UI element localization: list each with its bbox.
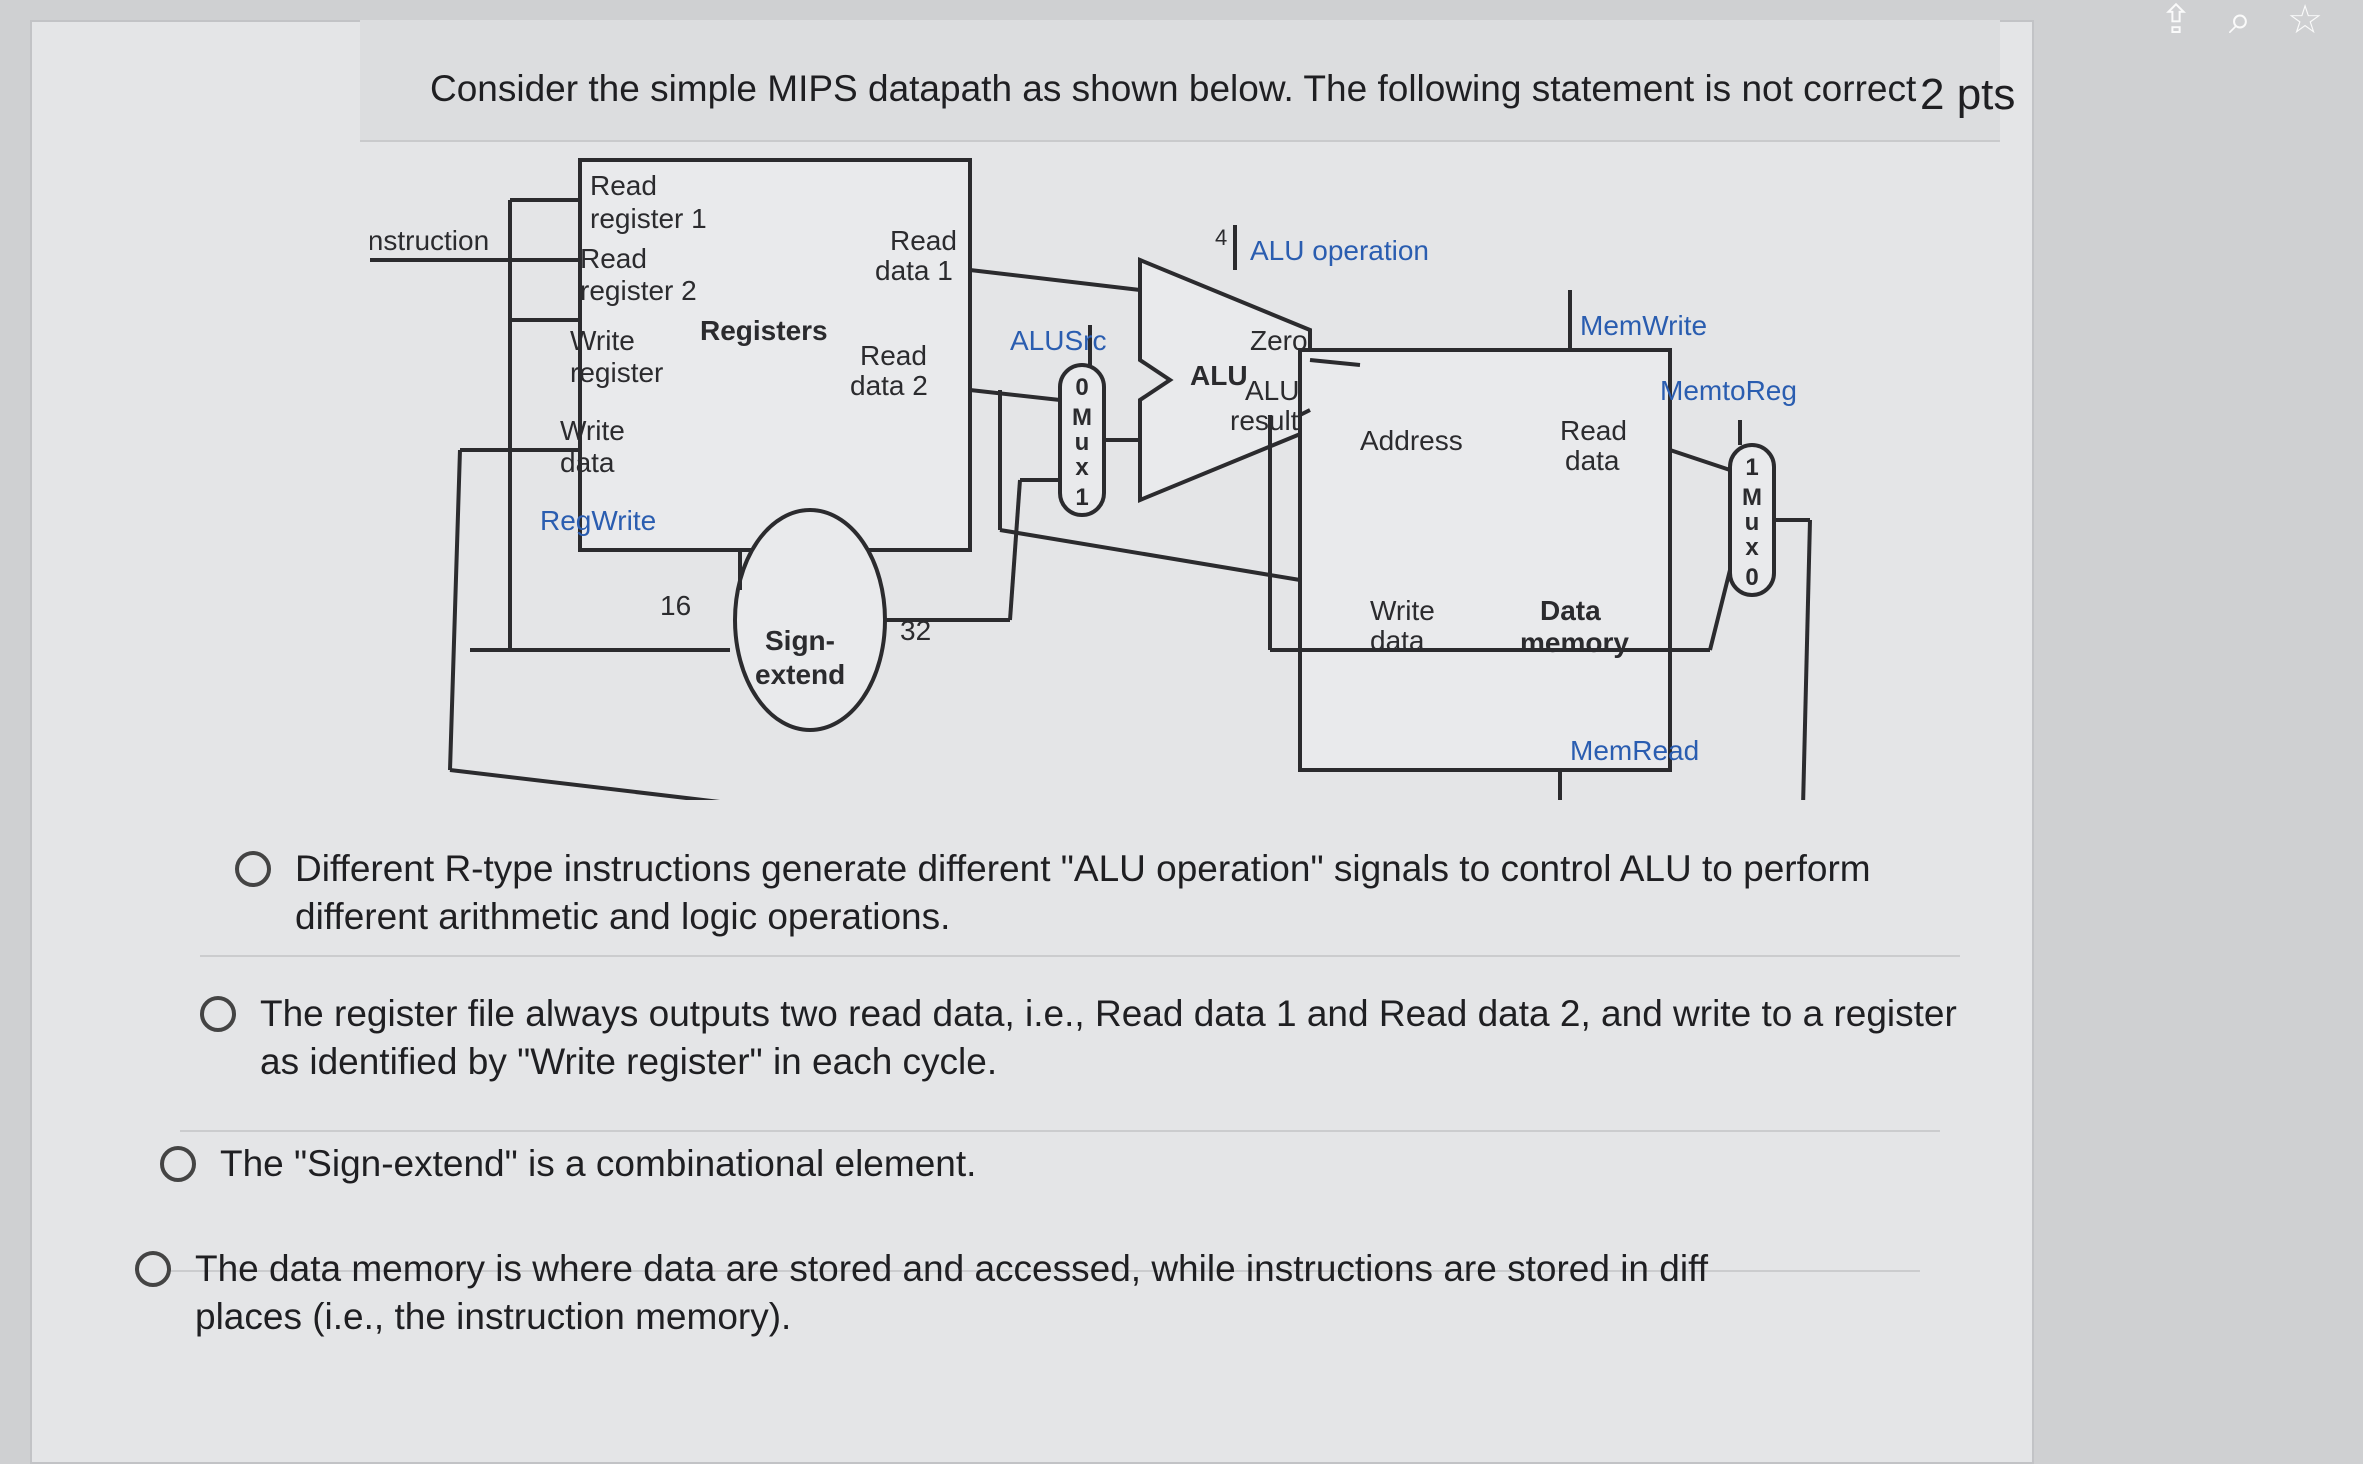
read-data-1-label-a: Read	[890, 225, 957, 256]
data-memory-label-a: Data	[1540, 595, 1601, 626]
register-file-box	[578, 158, 972, 552]
mips-datapath-diagram: Instruction Read register 1 Read registe…	[370, 158, 1812, 800]
mux-right-x: x	[1745, 534, 1759, 561]
mem-write-data-label-a: Write	[1370, 595, 1435, 626]
sign-extend-label-b: extend	[755, 659, 845, 690]
memread-label: MemRead	[1570, 735, 1699, 766]
instruction-label: Instruction	[370, 225, 489, 256]
question-card	[30, 20, 2034, 1464]
read-register-2-label-b: register 2	[580, 275, 697, 306]
toolbar: ⇪ ⌕ ☆	[2159, 0, 2323, 42]
option-4-text-line2: places (i.e., the instruction memory).	[195, 1296, 792, 1337]
option-1-text-line2: different arithmetic and logic operation…	[295, 896, 951, 937]
alu-shape	[1138, 257, 1312, 503]
answer-option-2[interactable]: The register file always outputs two rea…	[200, 990, 1957, 1086]
sixteen-label: 16	[660, 590, 691, 621]
alu-result-label-b: result	[1230, 405, 1299, 436]
mux-right-0: 0	[1745, 564, 1758, 591]
mux-left-m: M	[1072, 404, 1092, 431]
question-header	[360, 20, 2000, 142]
answer-option-4[interactable]: The data memory is where data are stored…	[135, 1245, 1708, 1341]
option-divider	[180, 1130, 1940, 1132]
regwrite-label: RegWrite	[540, 505, 656, 536]
thirtytwo-label: 32	[900, 615, 931, 646]
mux-right-u: u	[1745, 509, 1760, 536]
radio-button[interactable]	[235, 851, 271, 887]
mux-right-1: 1	[1745, 454, 1758, 481]
alu-operation-label: ALU operation	[1250, 235, 1429, 266]
points-label: 2 pts	[1920, 70, 2016, 119]
sign-extend-label-a: Sign-	[765, 625, 835, 656]
option-4-text-line1: The data memory is where data are stored…	[195, 1248, 1708, 1289]
alusrc-label: ALUSrc	[1010, 325, 1106, 356]
option-divider	[160, 1270, 1920, 1272]
search-icon[interactable]: ⌕	[2228, 0, 2252, 42]
radio-button[interactable]	[160, 1146, 196, 1182]
read-register-1-label-a: Read	[590, 170, 657, 201]
star-icon[interactable]: ☆	[2287, 0, 2323, 42]
write-register-label-a: Write	[570, 325, 635, 356]
write-register-label-b: register	[570, 357, 663, 388]
data-memory-box	[1298, 348, 1672, 772]
write-data-label-b: data	[560, 447, 615, 478]
alu-label: ALU	[1190, 360, 1248, 391]
data-memory-label-b: memory	[1520, 627, 1629, 658]
mem-write-data-label-b: data	[1370, 625, 1425, 656]
mux-right-m: M	[1742, 484, 1762, 511]
option-divider	[200, 955, 1960, 957]
question-prompt: Consider the simple MIPS datapath as sho…	[430, 68, 1917, 109]
answer-option-1[interactable]: Different R-type instructions generate d…	[235, 845, 1871, 941]
read-data-label-a: Read	[1560, 415, 1627, 446]
radio-button[interactable]	[135, 1251, 171, 1287]
mux-left-1: 1	[1075, 484, 1088, 511]
read-data-2-label-b: data 2	[850, 370, 928, 401]
option-1-text-line1: Different R-type instructions generate d…	[295, 848, 1871, 889]
address-label: Address	[1360, 425, 1463, 456]
alu-result-label-a: ALU	[1245, 375, 1299, 406]
zero-label: Zero	[1250, 325, 1308, 356]
read-data-1-label-b: data 1	[875, 255, 953, 286]
mux-left-0: 0	[1075, 374, 1088, 401]
write-data-label-a: Write	[560, 415, 625, 446]
registers-label: Registers	[700, 315, 828, 346]
memtoreg-label: MemtoReg	[1660, 375, 1797, 406]
share-icon[interactable]: ⇪	[2159, 0, 2193, 42]
mux-left-u: u	[1075, 429, 1090, 456]
four-label: 4	[1215, 225, 1227, 250]
option-3-text-line1: The "Sign-extend" is a combinational ele…	[220, 1143, 977, 1184]
mux-left-x: x	[1075, 454, 1089, 481]
memwrite-label: MemWrite	[1580, 310, 1707, 341]
read-register-1-label-b: register 1	[590, 203, 707, 234]
read-data-2-label-a: Read	[860, 340, 927, 371]
option-2-text-line1: The register file always outputs two rea…	[260, 993, 1957, 1034]
sign-extend-ellipse	[733, 508, 887, 732]
option-2-text-line2: as identified by "Write register" in eac…	[260, 1041, 998, 1082]
read-register-2-label-a: Read	[580, 243, 647, 274]
read-data-label-b: data	[1565, 445, 1620, 476]
radio-button[interactable]	[200, 996, 236, 1032]
answer-option-3[interactable]: The "Sign-extend" is a combinational ele…	[160, 1140, 976, 1188]
